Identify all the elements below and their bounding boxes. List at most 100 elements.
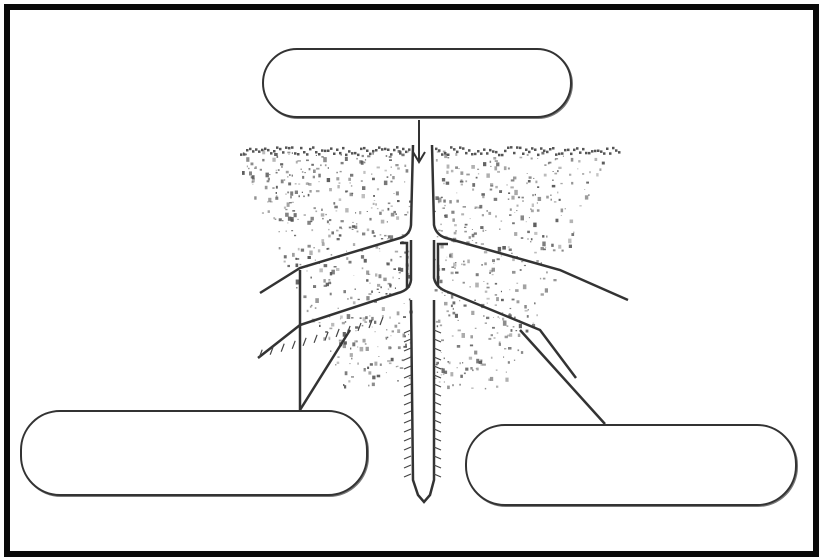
soil-speckle bbox=[377, 375, 381, 378]
label-box-right[interactable] bbox=[465, 424, 797, 506]
soil-speckle bbox=[509, 249, 512, 252]
soil-speckle bbox=[476, 368, 478, 371]
soil-speckle bbox=[334, 206, 338, 209]
soil-edge-speckle bbox=[384, 148, 387, 151]
soil-speckle bbox=[286, 171, 289, 174]
soil-speckle bbox=[371, 291, 373, 293]
soil-speckle bbox=[541, 262, 542, 263]
soil-speckle bbox=[337, 362, 340, 364]
soil-speckle bbox=[393, 193, 394, 194]
soil-speckle bbox=[329, 339, 330, 341]
soil-speckle bbox=[275, 219, 277, 220]
soil-speckle bbox=[459, 168, 460, 169]
soil-speckle bbox=[512, 222, 515, 224]
soil-speckle bbox=[379, 251, 380, 252]
soil-speckle bbox=[496, 162, 499, 166]
soil-speckle bbox=[522, 197, 524, 199]
soil-speckle bbox=[544, 174, 547, 177]
soil-speckle bbox=[350, 182, 351, 183]
soil-speckle bbox=[482, 214, 484, 216]
soil-speckle bbox=[330, 293, 332, 296]
soil-speckle bbox=[328, 229, 330, 230]
soil-speckle bbox=[443, 208, 445, 209]
soil-speckle bbox=[442, 292, 444, 294]
root-hair bbox=[404, 447, 411, 450]
soil-speckle bbox=[542, 235, 544, 238]
soil-edge-speckle bbox=[438, 149, 441, 152]
soil-edge-speckle bbox=[447, 154, 450, 157]
soil-speckle bbox=[546, 271, 548, 273]
soil-speckle bbox=[510, 186, 513, 188]
soil-speckle bbox=[389, 363, 392, 365]
soil-speckle bbox=[301, 169, 302, 170]
soil-edge-speckle bbox=[573, 149, 576, 152]
soil-speckle bbox=[348, 178, 351, 181]
soil-speckle bbox=[530, 241, 531, 242]
soil-speckle bbox=[494, 166, 497, 170]
soil-speckle bbox=[304, 172, 306, 173]
soil-speckle bbox=[339, 234, 342, 236]
soil-speckle bbox=[486, 173, 490, 177]
soil-speckle bbox=[380, 364, 382, 366]
soil-edge-speckle bbox=[471, 153, 474, 156]
soil-speckle bbox=[369, 315, 370, 317]
soil-speckle bbox=[388, 203, 391, 205]
soil-speckle bbox=[349, 227, 352, 229]
soil-speckle bbox=[353, 275, 354, 276]
soil-edge-speckle bbox=[537, 154, 540, 157]
soil-speckle bbox=[447, 361, 449, 363]
soil-edge-speckle bbox=[294, 152, 297, 155]
soil-speckle bbox=[493, 157, 496, 160]
soil-speckle bbox=[372, 383, 375, 387]
soil-edge-speckle bbox=[408, 148, 411, 151]
soil-speckle bbox=[491, 357, 493, 359]
soil-speckle bbox=[298, 248, 300, 251]
soil-speckle bbox=[494, 198, 498, 201]
soil-speckle bbox=[386, 262, 388, 264]
soil-speckle bbox=[288, 154, 290, 155]
soil-speckle bbox=[308, 194, 310, 197]
soil-speckle bbox=[599, 168, 601, 171]
soil-speckle bbox=[401, 154, 404, 157]
soil-speckle bbox=[322, 243, 325, 246]
soil-speckle bbox=[541, 152, 544, 155]
soil-speckle bbox=[308, 245, 311, 248]
soil-speckle bbox=[368, 293, 371, 295]
soil-speckle bbox=[471, 311, 474, 315]
soil-speckle bbox=[400, 367, 403, 369]
soil-speckle bbox=[461, 213, 464, 215]
soil-speckle bbox=[255, 166, 257, 169]
root-hair bbox=[404, 438, 411, 441]
soil-speckle bbox=[502, 318, 504, 321]
soil-speckle bbox=[490, 189, 493, 191]
soil-edge-speckle bbox=[615, 149, 618, 152]
soil-speckle bbox=[437, 372, 438, 373]
soil-speckle bbox=[288, 217, 292, 221]
soil-speckle bbox=[287, 265, 290, 267]
soil-speckle bbox=[292, 210, 295, 212]
soil-edge-speckle bbox=[552, 147, 555, 150]
soil-speckle bbox=[516, 330, 518, 331]
soil-speckle bbox=[492, 259, 495, 262]
soil-speckle bbox=[484, 262, 487, 265]
label-box-top[interactable] bbox=[262, 48, 572, 118]
soil-speckle bbox=[508, 192, 510, 194]
soil-edge-speckle bbox=[285, 146, 288, 149]
soil-speckle bbox=[329, 224, 330, 225]
soil-speckle bbox=[322, 218, 324, 220]
soil-speckle bbox=[356, 223, 357, 225]
label-box-left[interactable] bbox=[20, 410, 368, 496]
soil-speckle bbox=[396, 191, 399, 195]
soil-speckle bbox=[458, 330, 461, 332]
soil-speckle bbox=[247, 166, 248, 168]
soil-speckle bbox=[487, 298, 490, 300]
soil-speckle bbox=[530, 208, 531, 209]
soil-speckle bbox=[291, 230, 293, 231]
soil-speckle bbox=[438, 320, 440, 323]
soil-speckle bbox=[537, 158, 538, 159]
soil-speckle bbox=[524, 265, 526, 266]
soil-speckle bbox=[398, 323, 400, 325]
soil-speckle bbox=[336, 210, 338, 211]
soil-speckle bbox=[586, 182, 589, 184]
soil-speckle bbox=[512, 299, 515, 301]
